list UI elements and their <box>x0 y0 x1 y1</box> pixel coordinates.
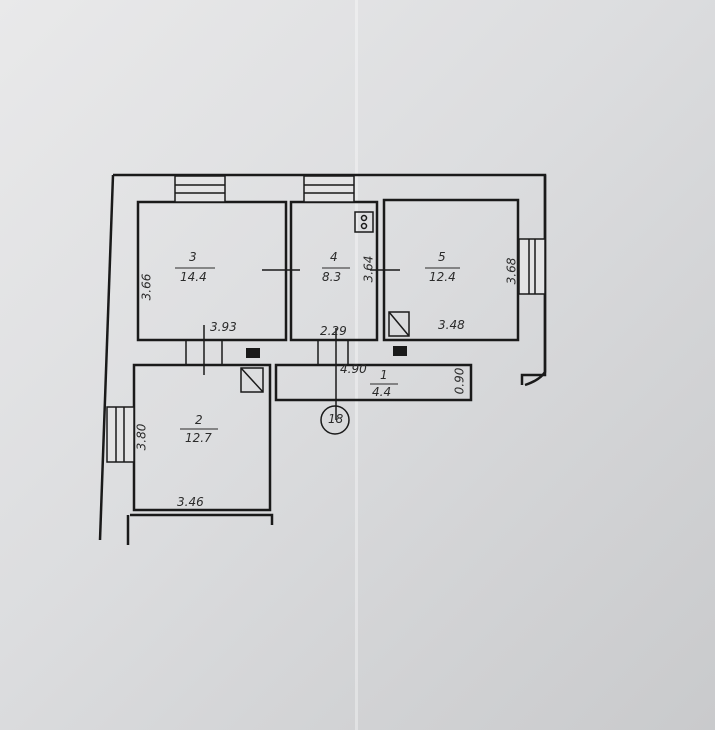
room-4-depth: 3.64 <box>361 255 376 283</box>
room-3-width: 3.93 <box>210 320 237 334</box>
window-room-2 <box>106 406 135 463</box>
room-2-area: 12.7 <box>185 431 212 445</box>
room-5-width: 3.48 <box>438 318 465 332</box>
room-1-width: 4.90 <box>340 362 367 376</box>
window-room-4 <box>303 175 355 203</box>
stove-room-5-icon <box>388 311 410 337</box>
room-2-depth: 3.80 <box>134 423 149 451</box>
room-3-number: 3 <box>189 250 197 264</box>
room-3-area: 14.4 <box>180 270 207 284</box>
room-5-area: 12.4 <box>429 270 456 284</box>
apartment-number: 18 <box>328 412 344 426</box>
apartment-marker <box>320 405 350 435</box>
room-2-number: 2 <box>195 413 203 427</box>
room-4-area: 8.3 <box>322 270 342 284</box>
room-4-width: 2.29 <box>320 324 347 338</box>
room-1-area: 4.4 <box>372 385 392 399</box>
room-5-depth: 3.68 <box>504 257 519 285</box>
room-5-number: 5 <box>438 250 446 264</box>
room-2-width: 3.46 <box>177 495 204 509</box>
vent-icon-2 <box>393 346 407 356</box>
room-3-depth: 3.66 <box>139 273 154 301</box>
room-1-depth: 0.90 <box>452 367 467 395</box>
room-1-number: 1 <box>380 368 388 382</box>
window-room-5 <box>518 238 546 295</box>
stove-icon <box>354 211 374 233</box>
room-4-number: 4 <box>330 250 338 264</box>
outer-wall-top <box>113 173 547 385</box>
room-1-outline <box>274 363 473 402</box>
stove-room-2-icon <box>240 367 264 393</box>
outer-wall-left <box>98 174 115 541</box>
window-room-3 <box>174 175 226 203</box>
vent-icon <box>246 348 260 358</box>
